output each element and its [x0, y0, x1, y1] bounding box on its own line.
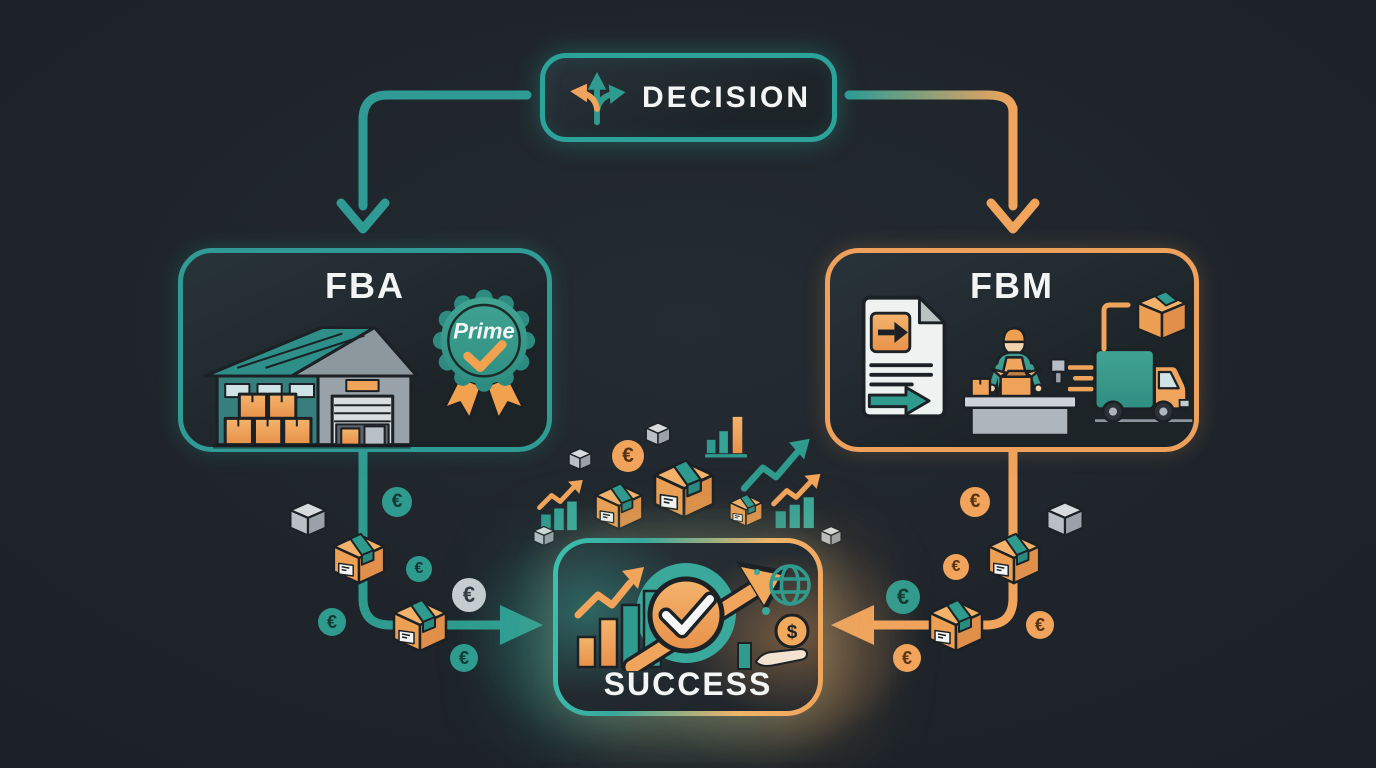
fba-label: FBA — [325, 265, 405, 306]
euro-symbol: € — [462, 582, 476, 607]
decision-label: DECISION — [641, 80, 812, 114]
warehouse-icon — [203, 326, 419, 449]
globe-icon — [769, 564, 811, 606]
cube-icon — [645, 422, 671, 446]
cube-icon — [289, 501, 327, 537]
success-icons: $ — [574, 561, 811, 671]
package-icon — [392, 598, 448, 653]
growth-arrow-icon — [574, 567, 644, 619]
packer-icon — [962, 327, 1078, 437]
document-icon — [861, 295, 947, 419]
euro-symbol: € — [951, 558, 961, 575]
package-hook-icon — [1101, 290, 1188, 352]
euro-symbol: € — [622, 444, 634, 467]
fbm-node: FBM — [825, 248, 1199, 452]
success-node: $ SUCCESS — [553, 538, 823, 716]
euro-coin-icon: € — [1026, 611, 1054, 639]
euro-symbol: € — [969, 491, 981, 512]
euro-coin-icon: € — [450, 644, 478, 672]
euro-coin-icon: € — [960, 487, 990, 517]
cube-icon — [1046, 501, 1084, 537]
euro-symbol: € — [1034, 614, 1045, 635]
euro-coin-icon: € — [612, 440, 644, 472]
euro-symbol: € — [391, 491, 403, 512]
euro-coin-icon: € — [382, 487, 412, 517]
euro-coin-icon: € — [886, 580, 920, 614]
fbm-label: FBM — [970, 265, 1054, 306]
prime-badge-label: Prime — [453, 319, 515, 344]
package-icon — [987, 532, 1041, 585]
euro-symbol: € — [458, 647, 469, 668]
package-icon — [332, 532, 386, 585]
euro-coin-icon: € — [943, 554, 969, 580]
cube-icon — [568, 448, 592, 470]
fba-node: FBA — [178, 248, 552, 452]
prime-badge-icon: Prime — [432, 289, 536, 420]
checkmark-icon — [647, 576, 725, 654]
euro-coin-icon: € — [452, 578, 486, 612]
euro-coin-icon: € — [406, 556, 432, 582]
decision-node: DECISION — [540, 53, 837, 142]
cube-icon — [820, 525, 842, 547]
bar-chart-growth-icon — [770, 472, 826, 530]
truck-icon — [1068, 347, 1193, 423]
euro-symbol: € — [414, 560, 424, 577]
package-icon — [594, 482, 644, 531]
dollar-coin-icon: $ — [774, 613, 810, 649]
euro-coin-icon: € — [318, 608, 346, 636]
hand-icon — [737, 642, 808, 670]
dollar-symbol: $ — [787, 622, 798, 643]
branching-arrows-icon — [570, 71, 626, 125]
euro-symbol: € — [901, 647, 912, 668]
package-icon — [653, 459, 715, 520]
package-icon — [928, 598, 984, 653]
package-icon — [729, 493, 763, 527]
euro-coin-icon: € — [893, 644, 921, 672]
cube-icon — [533, 525, 555, 547]
success-label: SUCCESS — [603, 666, 773, 702]
euro-symbol: € — [896, 584, 910, 609]
euro-symbol: € — [326, 611, 337, 632]
